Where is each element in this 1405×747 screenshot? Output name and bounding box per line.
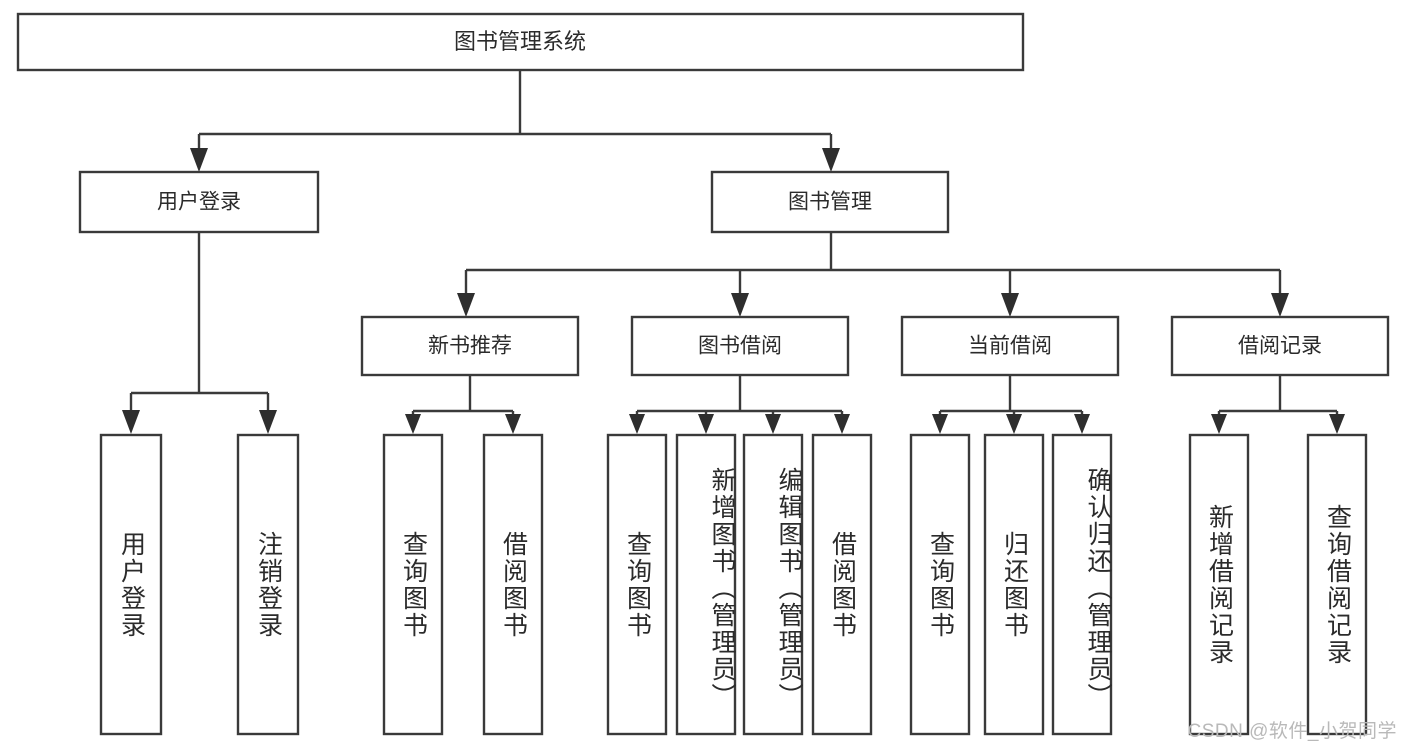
node-root-box[interactable] bbox=[16, 12, 1025, 72]
arrow-head-icon bbox=[629, 414, 645, 434]
leaf-box-borrow-book-1[interactable] bbox=[482, 433, 544, 736]
node-user-login-box[interactable] bbox=[78, 170, 320, 234]
arrow-head-icon bbox=[1074, 414, 1090, 434]
node-new-book-recommend[interactable]: 新书推荐 bbox=[360, 315, 580, 377]
arrow-head-icon bbox=[122, 410, 140, 434]
leaf-box-return-book[interactable] bbox=[983, 433, 1045, 736]
arrow-head-icon bbox=[1001, 293, 1019, 317]
node-borrow-record-label: 借阅记录 bbox=[1238, 335, 1322, 358]
leaf-box-query-borrow-record[interactable] bbox=[1306, 433, 1368, 736]
arrow-head-icon bbox=[457, 293, 475, 317]
connector-current-borrow-to-leaves bbox=[932, 375, 1090, 434]
leaf-box-query-book-3[interactable] bbox=[909, 433, 971, 736]
connector-user-login-to-leaves bbox=[122, 232, 277, 434]
arrow-head-icon bbox=[1211, 414, 1227, 434]
arrow-head-icon bbox=[1329, 414, 1345, 434]
node-book-borrow-label: 图书借阅 bbox=[698, 335, 782, 358]
node-root[interactable]: 图书管理系统 bbox=[16, 12, 1025, 72]
arrow-head-icon bbox=[765, 414, 781, 434]
leaf-box-edit-book-admin[interactable] bbox=[742, 433, 804, 736]
connector-book-mgmt-to-level3 bbox=[457, 232, 1289, 317]
arrow-head-icon bbox=[405, 414, 421, 434]
connector-root-to-level2 bbox=[190, 70, 840, 172]
arrow-head-icon bbox=[505, 414, 521, 434]
node-current-borrow[interactable]: 当前借阅 bbox=[900, 315, 1120, 377]
arrow-head-icon bbox=[822, 148, 840, 172]
arrow-head-icon bbox=[259, 410, 277, 434]
leaf-box-logout[interactable] bbox=[236, 433, 300, 736]
arrow-head-icon bbox=[834, 414, 850, 434]
arrow-head-icon bbox=[731, 293, 749, 317]
node-book-management-box[interactable] bbox=[710, 170, 950, 234]
arrow-head-icon bbox=[190, 148, 208, 172]
arrow-head-icon bbox=[1271, 293, 1289, 317]
node-borrow-record-box[interactable] bbox=[1170, 315, 1390, 377]
leaf-box-borrow-book-2[interactable] bbox=[811, 433, 873, 736]
connector-book-borrow-to-leaves bbox=[629, 375, 850, 434]
node-current-borrow-box[interactable] bbox=[900, 315, 1120, 377]
node-new-book-recommend-label: 新书推荐 bbox=[428, 335, 512, 358]
arrow-head-icon bbox=[1006, 414, 1022, 434]
leaf-boxes-group bbox=[99, 433, 1368, 736]
connector-borrow-record-to-leaves bbox=[1211, 375, 1345, 434]
csdn-watermark: CSDN @软件_小贺同学 bbox=[1187, 721, 1397, 742]
node-root-label: 图书管理系统 bbox=[454, 29, 586, 54]
node-book-borrow[interactable]: 图书借阅 bbox=[630, 315, 850, 377]
node-book-borrow-box[interactable] bbox=[630, 315, 850, 377]
node-user-login-label: 用户登录 bbox=[157, 191, 241, 214]
node-book-management[interactable]: 图书管理 bbox=[710, 170, 950, 234]
leaf-box-user-login[interactable] bbox=[99, 433, 163, 736]
arrow-head-icon bbox=[932, 414, 948, 434]
node-new-book-recommend-box[interactable] bbox=[360, 315, 580, 377]
leaf-box-add-borrow-record[interactable] bbox=[1188, 433, 1250, 736]
node-book-management-label: 图书管理 bbox=[788, 191, 872, 214]
arrow-head-icon bbox=[698, 414, 714, 434]
node-user-login[interactable]: 用户登录 bbox=[78, 170, 320, 234]
leaf-box-add-book-admin[interactable] bbox=[675, 433, 737, 736]
leaf-box-confirm-return-admin[interactable] bbox=[1051, 433, 1113, 736]
connector-new-book-to-leaves bbox=[405, 375, 521, 434]
node-borrow-record[interactable]: 借阅记录 bbox=[1170, 315, 1390, 377]
leaf-box-query-book-2[interactable] bbox=[606, 433, 668, 736]
node-current-borrow-label: 当前借阅 bbox=[968, 335, 1052, 358]
leaf-box-query-book-1[interactable] bbox=[382, 433, 444, 736]
